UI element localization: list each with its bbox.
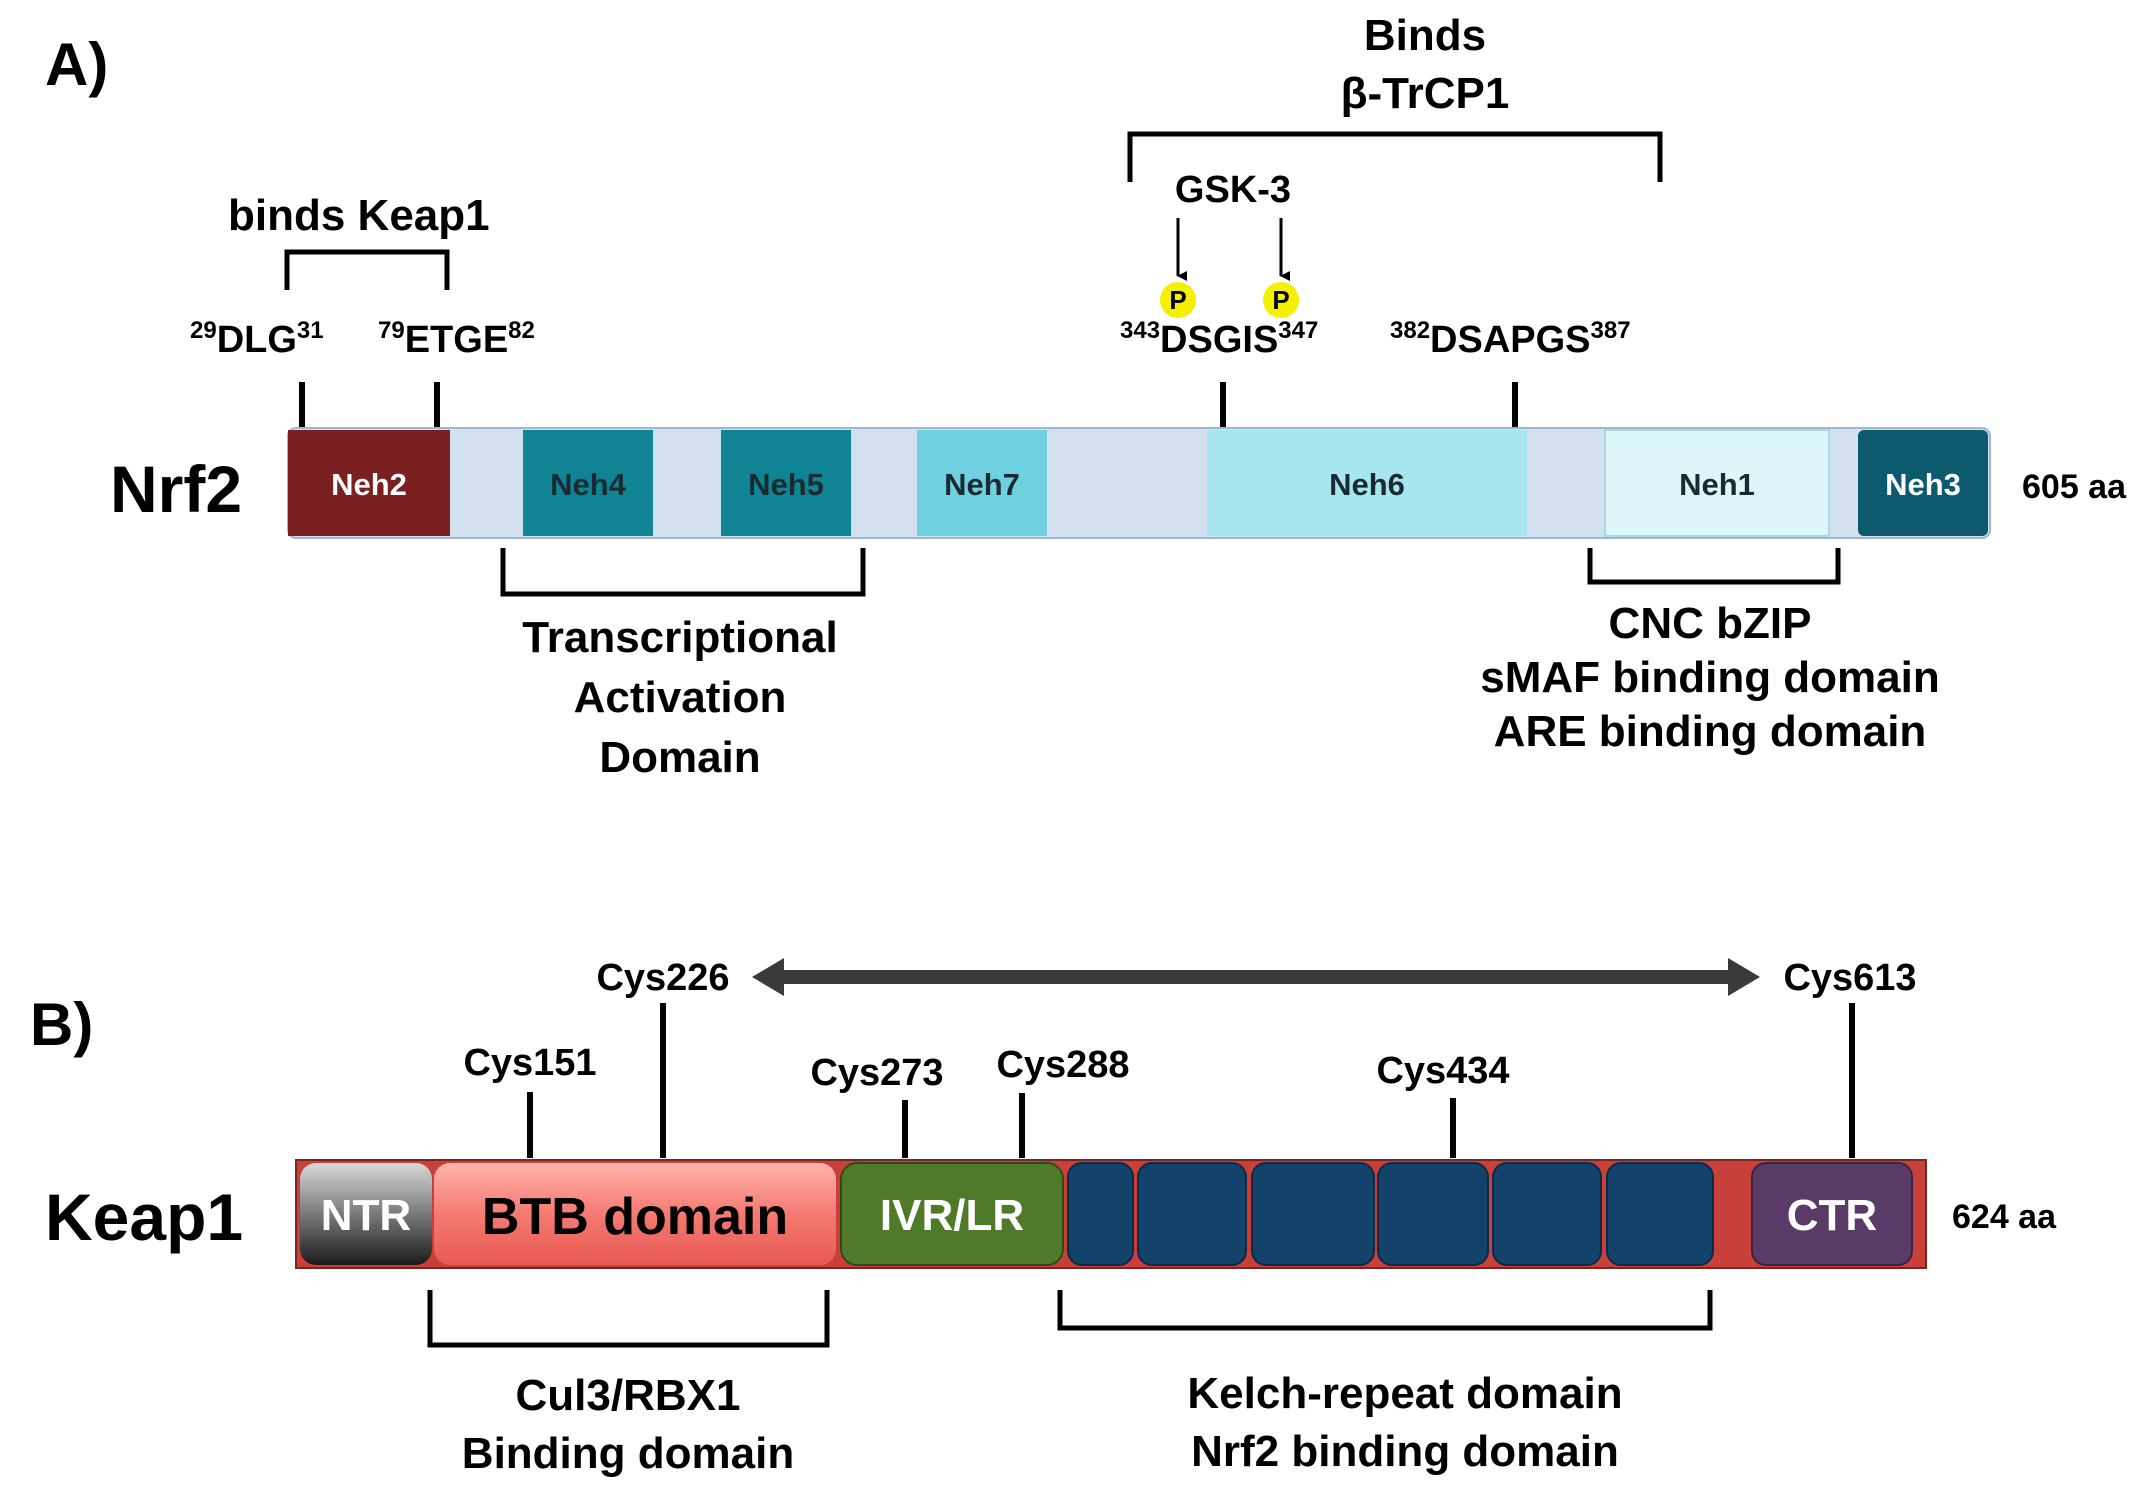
binds-trcp-line1: Binds xyxy=(1364,11,1486,60)
svg-text:Neh7: Neh7 xyxy=(944,467,1020,502)
motif-dlg: 29DLG31 xyxy=(190,317,324,361)
kelch-repeat-1 xyxy=(1067,1162,1134,1266)
kelch-repeat-2 xyxy=(1137,1162,1247,1266)
domain-neh2: Neh2 xyxy=(288,430,450,536)
phospho-label-2: P xyxy=(1272,285,1289,315)
tad-line2: Activation xyxy=(574,673,787,722)
binds-trcp-bracket xyxy=(1127,131,1663,182)
kelch-bracket xyxy=(1057,1290,1713,1331)
cnc-bracket xyxy=(1587,548,1841,585)
binds-trcp-line2: β-TrCP1 xyxy=(1341,69,1510,118)
svg-text:Neh2: Neh2 xyxy=(331,467,407,502)
motif-dsapgs: 382DSAPGS387 xyxy=(1390,317,1631,361)
cnc-line1: CNC bZIP xyxy=(1609,599,1812,648)
cys273-label: Cys273 xyxy=(810,1052,943,1094)
phospho-label-1: P xyxy=(1169,285,1186,315)
cys288-label: Cys288 xyxy=(996,1044,1129,1086)
cys613-label: Cys613 xyxy=(1783,957,1916,999)
svg-text:CTR: CTR xyxy=(1787,1191,1877,1240)
domain-neh4: Neh4 xyxy=(523,430,653,536)
kelch-repeat-4 xyxy=(1377,1162,1489,1266)
phospho-circle-2: P xyxy=(1263,282,1299,318)
nrf2-length: 605 aa xyxy=(2022,468,2127,506)
domain-neh3: Neh3 xyxy=(1858,430,1988,536)
keap1-length: 624 aa xyxy=(1952,1198,2057,1236)
kelch-repeat-6 xyxy=(1606,1162,1714,1266)
domain-btb: BTB domain xyxy=(434,1163,836,1265)
cys434-label: Cys434 xyxy=(1376,1050,1509,1092)
gsk3-label: GSK-3 xyxy=(1175,169,1291,211)
cys-double-arrow xyxy=(752,958,1760,996)
svg-text:IVR/LR: IVR/LR xyxy=(880,1191,1024,1240)
binds-keap1-bracket xyxy=(284,249,450,290)
phospho-circle-1: P xyxy=(1160,282,1196,318)
domain-ntr: NTR xyxy=(300,1163,432,1265)
cul3-line2: Binding domain xyxy=(462,1429,794,1478)
cys151-label: Cys151 xyxy=(463,1042,596,1084)
cnc-line2: sMAF binding domain xyxy=(1480,653,1940,702)
nrf2-name: Nrf2 xyxy=(110,452,242,526)
domain-ctr: CTR xyxy=(1751,1162,1913,1266)
tad-bracket xyxy=(500,548,866,597)
domain-neh1: Neh1 xyxy=(1604,429,1830,537)
svg-text:Neh3: Neh3 xyxy=(1885,467,1961,502)
svg-text:Neh4: Neh4 xyxy=(550,467,627,502)
svg-text:Neh5: Neh5 xyxy=(748,467,824,502)
tad-line1: Transcriptional xyxy=(522,613,837,662)
domain-neh5: Neh5 xyxy=(721,430,851,536)
kelch-line2: Nrf2 binding domain xyxy=(1191,1427,1619,1476)
motif-dsgis: 343DSGIS347 xyxy=(1120,317,1318,361)
panel-b: B) Cys226 Cys613 Cys151 Cys273 Cys288 Cy… xyxy=(30,957,2057,1478)
panel-b-label: B) xyxy=(30,991,93,1058)
kelch-repeat-5 xyxy=(1492,1162,1602,1266)
tad-line3: Domain xyxy=(599,733,760,782)
svg-text:BTB domain: BTB domain xyxy=(482,1188,788,1246)
cys226-label: Cys226 xyxy=(596,957,729,999)
keap1-name: Keap1 xyxy=(45,1180,243,1254)
motif-etge: 79ETGE82 xyxy=(378,317,535,361)
domain-ivr: IVR/LR xyxy=(840,1162,1064,1266)
svg-text:Neh1: Neh1 xyxy=(1679,467,1755,502)
cnc-line3: ARE binding domain xyxy=(1494,707,1927,756)
panel-a-label: A) xyxy=(45,31,108,98)
svg-text:NTR: NTR xyxy=(321,1191,411,1240)
svg-text:Neh6: Neh6 xyxy=(1329,467,1405,502)
cul3-line1: Cul3/RBX1 xyxy=(516,1371,741,1420)
kelch-line1: Kelch-repeat domain xyxy=(1187,1369,1622,1418)
cul3-bracket xyxy=(427,1290,830,1348)
kelch-repeat-3 xyxy=(1251,1162,1375,1266)
binds-keap1-label: binds Keap1 xyxy=(228,191,490,240)
panel-a: A) binds Keap1 Binds β-TrCP1 GSK-3 P P 2… xyxy=(45,11,2127,782)
domain-neh6: Neh6 xyxy=(1207,430,1527,536)
domain-neh7: Neh7 xyxy=(917,430,1047,536)
kelch-repeats xyxy=(1067,1162,1714,1266)
